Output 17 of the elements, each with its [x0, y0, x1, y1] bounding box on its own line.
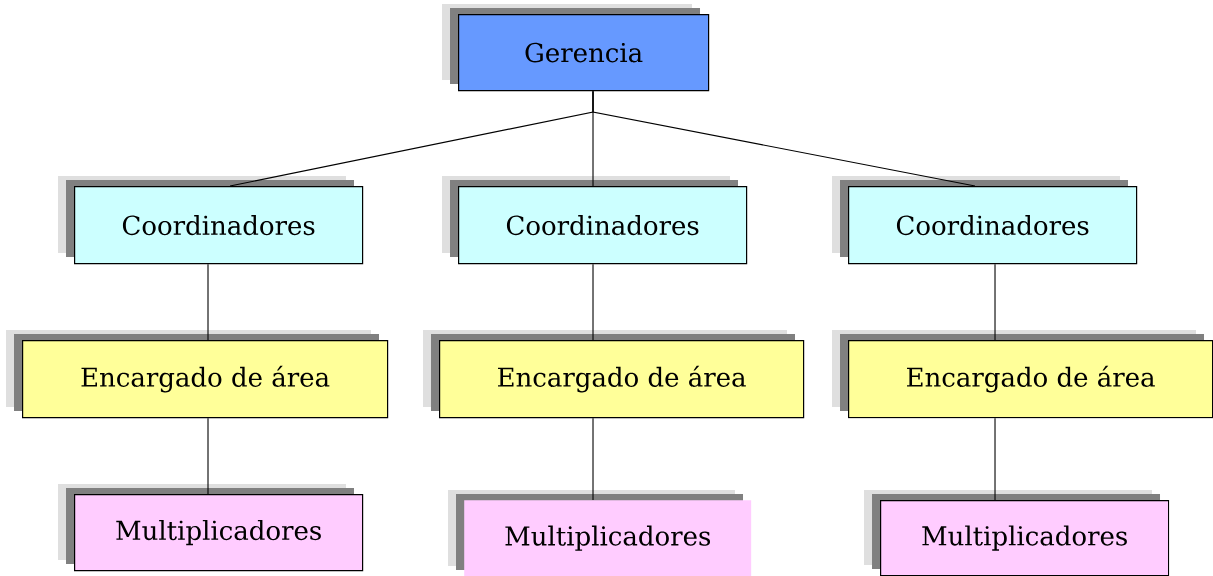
- coordinator-box: Coordinadores: [442, 176, 748, 265]
- connector-line: [207, 417, 209, 495]
- coordinator-box: Coordinadores: [58, 176, 364, 265]
- area-manager-box: Encargado de área: [423, 330, 805, 419]
- connector-line: [592, 263, 594, 341]
- connector-line: [994, 263, 996, 341]
- multiplier-box: Multiplicadores: [448, 490, 752, 576]
- connector-line: [207, 263, 209, 341]
- multiplier-box: Multiplicadores: [58, 484, 364, 572]
- area-manager-box: Encargado de área: [6, 330, 389, 419]
- connector-line: [592, 417, 594, 501]
- area-manager-box: Encargado de área: [832, 330, 1213, 419]
- connector-line: [592, 90, 976, 187]
- manager-box: Gerencia: [442, 4, 710, 92]
- coordinator-box: Coordinadores: [832, 176, 1138, 265]
- multiplier-box: Multiplicadores: [864, 490, 1170, 576]
- connector-line: [994, 417, 996, 501]
